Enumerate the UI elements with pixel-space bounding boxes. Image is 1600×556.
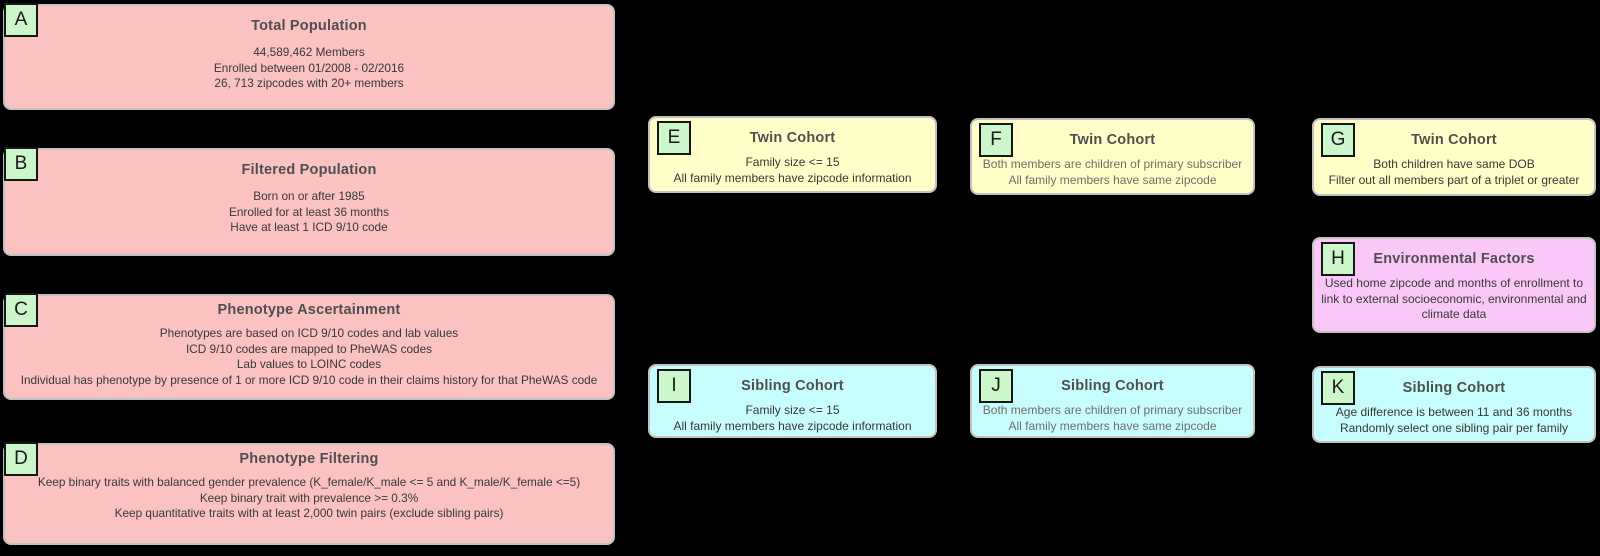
node-body-line: Age difference is between 11 and 36 mont… — [1335, 405, 1573, 419]
node-letter-badge: I — [657, 369, 691, 403]
node-body: Age difference is between 11 and 36 mont… — [1314, 405, 1594, 436]
node-body-line: Enrolled between 01/2008 - 02/2016 — [213, 60, 405, 75]
node-body: Phenotypes are based on ICD 9/10 codes a… — [5, 326, 613, 388]
node-title: Twin Cohort — [749, 130, 836, 146]
node-letter-badge: H — [1321, 242, 1355, 276]
node-body-line: Enrolled for at least 36 months — [228, 204, 389, 219]
node-body-line: 44,589,462 Members — [253, 45, 365, 59]
node-title: Phenotype Ascertainment — [217, 302, 401, 318]
node-body-line: Both members are children of primary sub… — [982, 157, 1243, 171]
node-body-line: All family members have zipcode informat… — [673, 418, 912, 433]
node-title: Phenotype Filtering — [239, 451, 379, 467]
node-letter-badge: F — [979, 123, 1013, 157]
node-title: Sibling Cohort — [741, 378, 844, 394]
node-title: Twin Cohort — [1069, 132, 1156, 148]
node-body-line: All family members have same zipcode — [1008, 418, 1217, 433]
node-letter-badge: A — [4, 3, 38, 37]
node-body: Both members are children of primary sub… — [972, 403, 1253, 434]
node-letter-badge: C — [4, 293, 38, 327]
node-title: Sibling Cohort — [1061, 378, 1164, 394]
node-title: Environmental Factors — [1373, 251, 1535, 267]
node-body-line: ICD 9/10 codes are mapped to PheWAS code… — [185, 341, 433, 356]
node-letter-badge: J — [979, 369, 1013, 403]
node-title: Total Population — [251, 18, 367, 34]
node-body: Used home zipcode and months of enrollme… — [1314, 276, 1594, 323]
node-body-line: Both members are children of primary sub… — [982, 403, 1243, 417]
node-body-line: Keep binary trait with prevalence >= 0.3… — [199, 490, 419, 505]
node-body-line: Have at least 1 ICD 9/10 code — [230, 220, 388, 234]
node-body-line: Lab values to LOINC codes — [236, 357, 382, 371]
node-body: Both members are children of primary sub… — [972, 157, 1253, 188]
node-letter-badge: D — [4, 442, 38, 476]
node-body-line: Phenotypes are based on ICD 9/10 codes a… — [159, 326, 459, 340]
node-body-line: All family members have same zipcode — [1008, 172, 1217, 187]
node-letter-badge: B — [4, 147, 38, 181]
node-body-line: Individual has phenotype by presence of … — [20, 372, 598, 387]
node-title: Filtered Population — [241, 162, 377, 178]
node-body-line: Born on or after 1985 — [253, 189, 365, 203]
node-body-line: Family size <= 15 — [745, 403, 840, 417]
node-body-line: All family members have zipcode informat… — [673, 170, 912, 185]
node-letter-badge: E — [657, 121, 691, 155]
node-body-line: Used home zipcode and months of enrollme… — [1321, 276, 1587, 321]
node-letter-badge: K — [1321, 371, 1355, 405]
node-body-line: Randomly select one sibling pair per fam… — [1339, 420, 1569, 435]
node-body: Keep binary traits with balanced gender … — [5, 475, 613, 522]
node-body-line: Keep quantitative traits with at least 2… — [114, 506, 504, 520]
node-title: Sibling Cohort — [1402, 380, 1506, 396]
node-letter-badge: G — [1321, 123, 1355, 157]
node-body-line: Both children have same DOB — [1373, 157, 1535, 171]
node-title: Twin Cohort — [1411, 132, 1497, 148]
node-body-line: 26, 713 zipcodes with 20+ members — [214, 76, 404, 90]
node-body-line: Keep binary traits with balanced gender … — [37, 475, 581, 489]
node-body-line: Filter out all members part of a triplet… — [1328, 172, 1580, 187]
node-body-line: Family size <= 15 — [745, 155, 840, 169]
